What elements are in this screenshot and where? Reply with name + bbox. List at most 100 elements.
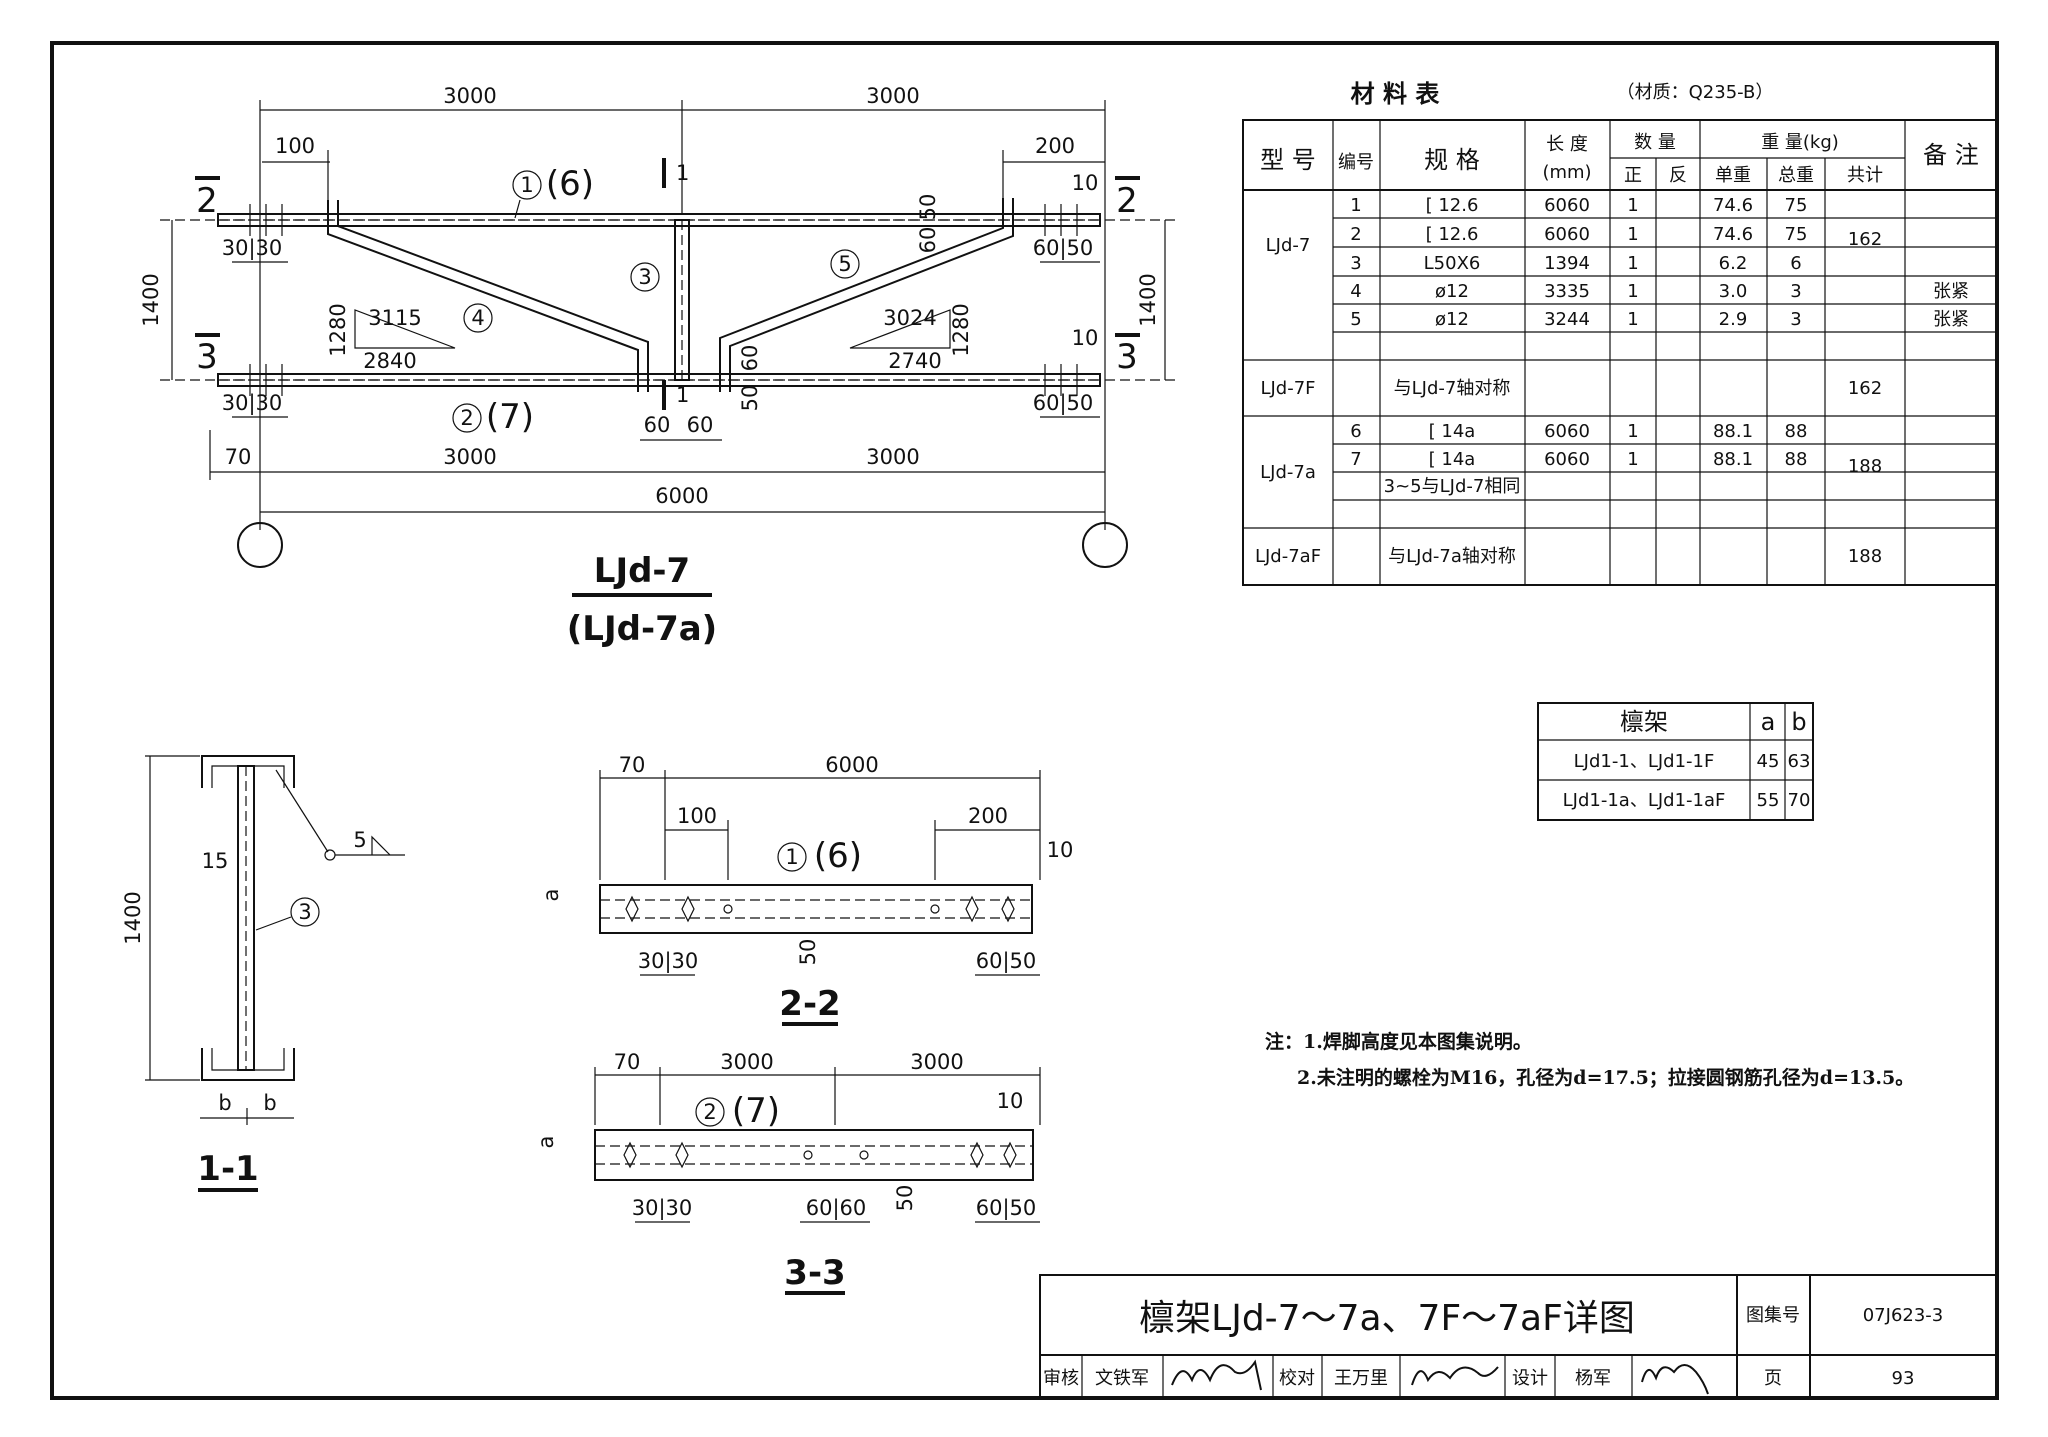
row-total: 6 bbox=[1790, 253, 1801, 274]
s11-b2: b bbox=[263, 1091, 276, 1115]
material-table-title: 材 料 表 bbox=[1351, 80, 1441, 108]
dim-60-b: 60 bbox=[687, 413, 714, 437]
dim-200: 200 bbox=[1035, 134, 1075, 158]
row-no: 2 bbox=[1350, 224, 1361, 245]
table-row: 2 [ 12.6 6060 1 74.6 75 bbox=[1350, 224, 1807, 245]
notes: 注：1.焊脚高度见本图集说明。 2.未注明的螺栓为M16，孔径为d=17.5；拉… bbox=[1265, 1030, 1914, 1089]
s11-dim-15: 15 bbox=[202, 849, 229, 873]
note-line-1: 注：1.焊脚高度见本图集说明。 bbox=[1265, 1030, 1532, 1053]
s22-dim-a: a bbox=[539, 889, 563, 902]
section-mark-3-left: 3 bbox=[196, 337, 218, 377]
row-len: 6060 bbox=[1544, 224, 1590, 245]
row-pos: 1 bbox=[1627, 195, 1638, 216]
s33-dim-50: 50 bbox=[893, 1185, 917, 1212]
section-mark-1-top: 1 bbox=[676, 161, 689, 185]
th-qty-neg: 反 bbox=[1669, 165, 1687, 186]
axis-bubble-left bbox=[237, 522, 283, 568]
tri-right-b: 2740 bbox=[888, 349, 941, 373]
group-sum-3: 188 bbox=[1848, 546, 1882, 567]
section-mark-2-right: 2 bbox=[1116, 181, 1138, 221]
row-len: 3244 bbox=[1544, 309, 1590, 330]
s22-mark-6: (6) bbox=[814, 836, 862, 876]
part-mark-7: (7) bbox=[486, 397, 534, 437]
table-row: 7 [ 14a 6060 1 88.1 88 bbox=[1350, 449, 1807, 470]
axis-bubble-right bbox=[1082, 522, 1128, 568]
th-length: 长 度 bbox=[1546, 134, 1588, 155]
group-type-3: LJd-7aF bbox=[1255, 546, 1321, 567]
th-w-total: 总重 bbox=[1778, 165, 1814, 186]
group-sum-0: 162 bbox=[1848, 229, 1882, 250]
row-spec: ø12 bbox=[1435, 281, 1469, 302]
dim-height-right: 1400 bbox=[1136, 273, 1160, 326]
row-spec: [ 14a bbox=[1429, 449, 1476, 470]
s33-dim-3000b: 3000 bbox=[910, 1050, 963, 1074]
s22-dim-200: 200 bbox=[968, 804, 1008, 828]
page-no: 93 bbox=[1892, 1368, 1915, 1389]
title-block: 檩架LJd-7～7a、7F～7aF详图 图集号 07J623-3 审核 文铁军 … bbox=[1039, 1274, 1998, 1399]
s11-b1: b bbox=[218, 1091, 231, 1115]
dim-100: 100 bbox=[275, 134, 315, 158]
s33-mark-2: 2 bbox=[703, 1100, 716, 1124]
s33-mark-7: (7) bbox=[732, 1091, 780, 1131]
main-subtitle: (LJd-7a) bbox=[567, 609, 717, 649]
dim-10-top: 10 bbox=[1072, 171, 1099, 195]
s22-mark-1: 1 bbox=[785, 845, 798, 869]
part-mark-3: 3 bbox=[638, 265, 651, 289]
ab-table: 檩架 a b LJd1-1、LJd1-1F 45 63 LJd1-1a、LJd1… bbox=[1537, 702, 1814, 821]
section-mark-1-bot: 1 bbox=[676, 383, 689, 407]
ab-row1-a: 55 bbox=[1757, 790, 1780, 811]
row-len: 6060 bbox=[1544, 449, 1590, 470]
note-7a: 3~5与LJd-7相同 bbox=[1384, 476, 1521, 497]
dim-60-a: 60 bbox=[644, 413, 671, 437]
atlas-no: 07J623-3 bbox=[1863, 1305, 1944, 1326]
row-unit: 2.9 bbox=[1719, 309, 1748, 330]
material-rows: 1 [ 12.6 6060 1 74.6 75 2 [ 12.6 6060 1 … bbox=[1350, 195, 1969, 470]
page-label: 页 bbox=[1764, 1368, 1782, 1389]
row-spec: [ 12.6 bbox=[1426, 224, 1479, 245]
row-pos: 1 bbox=[1627, 449, 1638, 470]
section-mark-3-right: 3 bbox=[1116, 337, 1138, 377]
th-length-unit: (mm) bbox=[1542, 162, 1591, 183]
material-table: 材 料 表 （材质：Q235-B） bbox=[1242, 80, 1998, 586]
row-total: 88 bbox=[1785, 449, 1808, 470]
dim-3030-bot: 30|30 bbox=[222, 391, 283, 416]
group-sum-1: 162 bbox=[1848, 378, 1882, 399]
section-mark-2-left: 2 bbox=[196, 181, 218, 221]
row-spec: ø12 bbox=[1435, 309, 1469, 330]
row-no: 6 bbox=[1350, 421, 1361, 442]
reviewer: 文铁军 bbox=[1095, 1368, 1149, 1389]
note-7F: 与LJd-7轴对称 bbox=[1394, 378, 1511, 399]
th-type: 型 号 bbox=[1260, 146, 1316, 174]
row-pos: 1 bbox=[1627, 421, 1638, 442]
row-len: 1394 bbox=[1544, 253, 1590, 274]
s33-title: 3-3 bbox=[784, 1253, 845, 1293]
ab-row1-b: 70 bbox=[1788, 790, 1811, 811]
checker-signature bbox=[1411, 1366, 1499, 1386]
table-row: 4 ø12 3335 1 3.0 3 张紧 bbox=[1350, 281, 1969, 302]
part-mark-6: (6) bbox=[546, 164, 594, 204]
part-mark-2: 2 bbox=[460, 406, 473, 430]
s11-weld: 5 bbox=[353, 828, 366, 852]
dim-50-right: 50 bbox=[916, 194, 940, 221]
ab-h1: 檩架 bbox=[1620, 708, 1668, 736]
row-spec: [ 12.6 bbox=[1426, 195, 1479, 216]
table-row: 1 [ 12.6 6060 1 74.6 75 bbox=[1350, 195, 1807, 216]
th-qty-pos: 正 bbox=[1624, 165, 1642, 186]
dim-6050-top: 60|50 bbox=[1033, 236, 1094, 261]
s22-dim-70: 70 bbox=[619, 753, 646, 777]
row-len: 6060 bbox=[1544, 421, 1590, 442]
row-total: 75 bbox=[1785, 195, 1808, 216]
row-remark: 张紧 bbox=[1933, 281, 1969, 302]
row-len: 3335 bbox=[1544, 281, 1590, 302]
part-mark-4: 4 bbox=[471, 306, 484, 330]
dim-top-left: 3000 bbox=[443, 84, 496, 108]
tri-right-hyp: 3024 bbox=[883, 306, 936, 330]
row-spec: L50X6 bbox=[1424, 253, 1481, 274]
s22-dim-3030: 30|30 bbox=[638, 949, 699, 974]
row-pos: 1 bbox=[1627, 253, 1638, 274]
section-3-3: 70 3000 3000 10 a 50 2 (7) 30|30 60|60 6… bbox=[534, 1050, 1041, 1295]
s22-dim-6000: 6000 bbox=[825, 753, 878, 777]
s33-dim-6060: 60|60 bbox=[806, 1196, 867, 1221]
dim-height-left: 1400 bbox=[139, 273, 163, 326]
row-unit: 88.1 bbox=[1713, 421, 1753, 442]
